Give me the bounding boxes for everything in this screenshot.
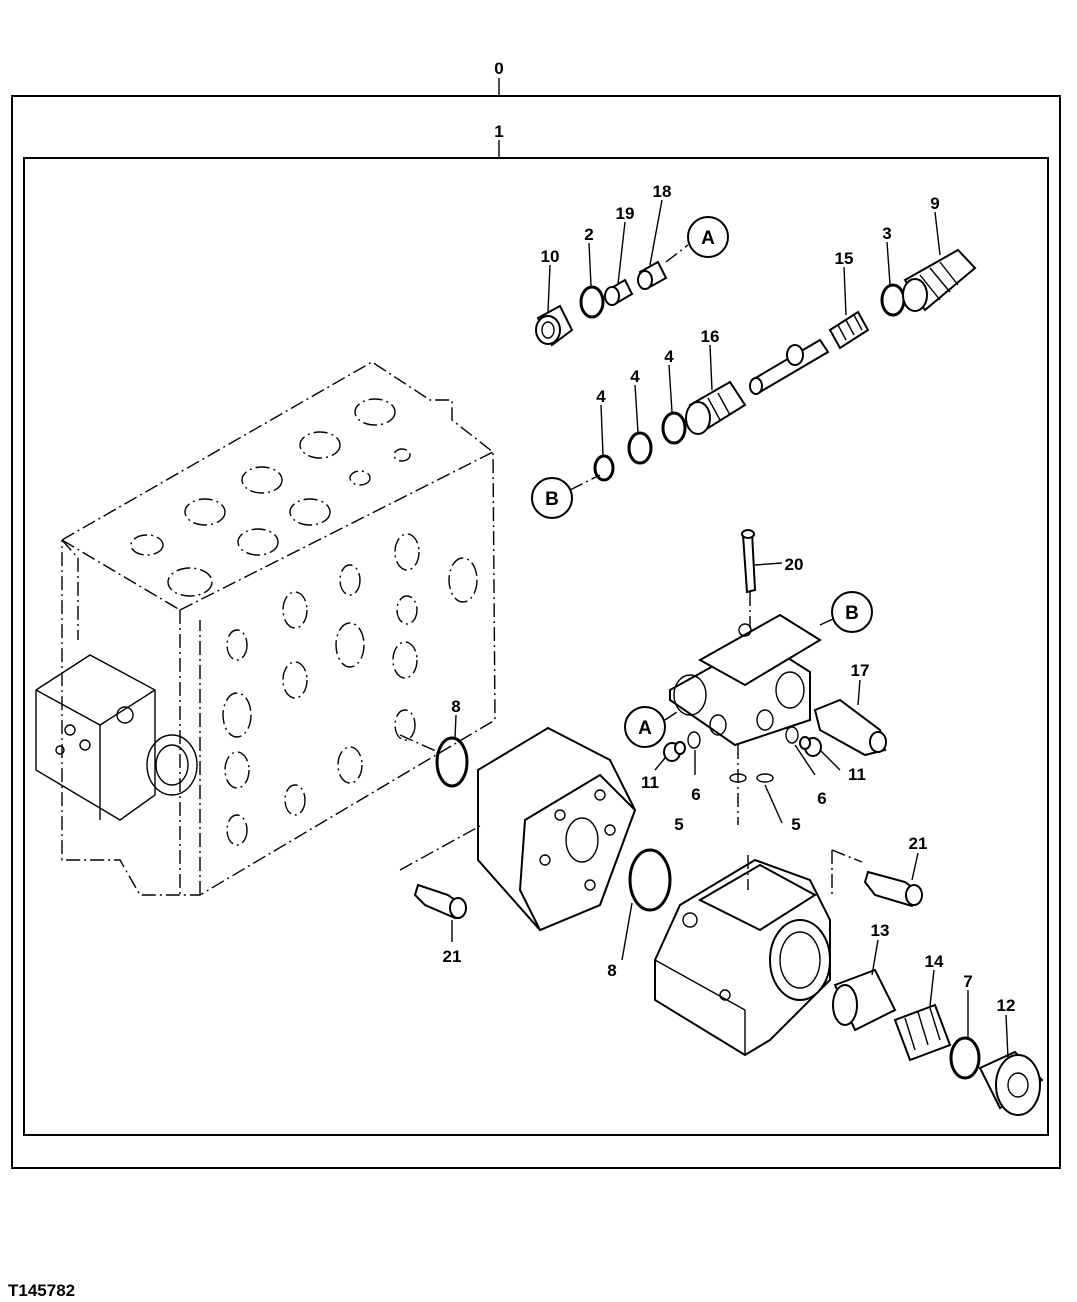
outer-frame xyxy=(11,95,1061,1169)
o-ring-7 xyxy=(949,1036,981,1080)
label-4b: 4 xyxy=(630,367,640,386)
label-9: 9 xyxy=(930,194,939,213)
bolt-21a xyxy=(413,883,467,920)
label-6b: 6 xyxy=(817,789,826,808)
callout-a-top: A xyxy=(687,216,729,258)
spring-15 xyxy=(828,310,870,350)
bolt-21b xyxy=(863,870,923,908)
label-2: 2 xyxy=(584,225,593,244)
sleeve-16 xyxy=(685,380,747,435)
poppet-18 xyxy=(637,260,668,290)
label-17: 17 xyxy=(851,661,870,680)
label-8b: 8 xyxy=(607,961,616,980)
label-5b: 5 xyxy=(791,815,800,834)
plug-11a xyxy=(663,741,686,762)
o-ring-4b xyxy=(627,431,653,465)
plug-10 xyxy=(535,304,574,347)
label-4a: 4 xyxy=(596,387,606,406)
inner-frame xyxy=(23,157,1049,1136)
o-ring-8a xyxy=(435,736,469,788)
o-ring-6a xyxy=(687,731,701,749)
svg-text:A: A xyxy=(701,228,715,249)
plug-11b xyxy=(799,736,822,757)
valve-body xyxy=(35,361,496,896)
relief-block xyxy=(669,613,822,747)
plug-12 xyxy=(978,1050,1044,1116)
flange-plate xyxy=(477,726,637,932)
svg-text:A: A xyxy=(638,718,652,739)
o-ring-4c xyxy=(661,411,687,445)
label-5a: 5 xyxy=(674,815,683,834)
label-1: 1 xyxy=(494,122,503,141)
sleeve-13 xyxy=(832,968,897,1032)
label-21b: 21 xyxy=(909,834,928,853)
label-16: 16 xyxy=(701,327,720,346)
plug-9 xyxy=(902,248,977,312)
label-15: 15 xyxy=(835,249,854,268)
label-12: 12 xyxy=(997,996,1016,1015)
label-19: 19 xyxy=(616,204,635,223)
label-13: 13 xyxy=(871,921,890,940)
o-ring-8b xyxy=(628,848,672,912)
valve-17 xyxy=(813,698,887,757)
label-6a: 6 xyxy=(691,785,700,804)
svg-text:B: B xyxy=(845,603,859,624)
callout-a-mid: A xyxy=(624,706,666,748)
label-10: 10 xyxy=(541,247,560,266)
label-3: 3 xyxy=(882,224,891,243)
spring-14 xyxy=(893,1003,952,1062)
figure-id: T145782 xyxy=(8,1281,75,1300)
o-ring-4a xyxy=(593,454,615,482)
spool xyxy=(749,338,830,395)
o-ring-3 xyxy=(880,283,906,317)
callout-b-right: B xyxy=(831,591,873,633)
label-11b: 11 xyxy=(848,765,866,784)
label-4c: 4 xyxy=(664,347,674,366)
relief-housing xyxy=(654,858,831,1057)
o-ring-6b xyxy=(785,726,799,744)
bolt-20 xyxy=(741,529,757,594)
callout-b-mid: B xyxy=(531,477,573,519)
label-18: 18 xyxy=(653,182,672,201)
svg-text:B: B xyxy=(545,489,559,510)
seal-5b xyxy=(756,773,774,783)
label-14: 14 xyxy=(925,952,944,971)
label-8a: 8 xyxy=(451,697,460,716)
o-ring-2 xyxy=(579,285,605,319)
label-21a: 21 xyxy=(443,947,462,966)
label-11a: 11 xyxy=(641,773,659,792)
label-0: 0 xyxy=(494,59,503,78)
label-7: 7 xyxy=(963,972,972,991)
spring-seat-19 xyxy=(604,278,634,306)
label-20: 20 xyxy=(785,555,804,574)
